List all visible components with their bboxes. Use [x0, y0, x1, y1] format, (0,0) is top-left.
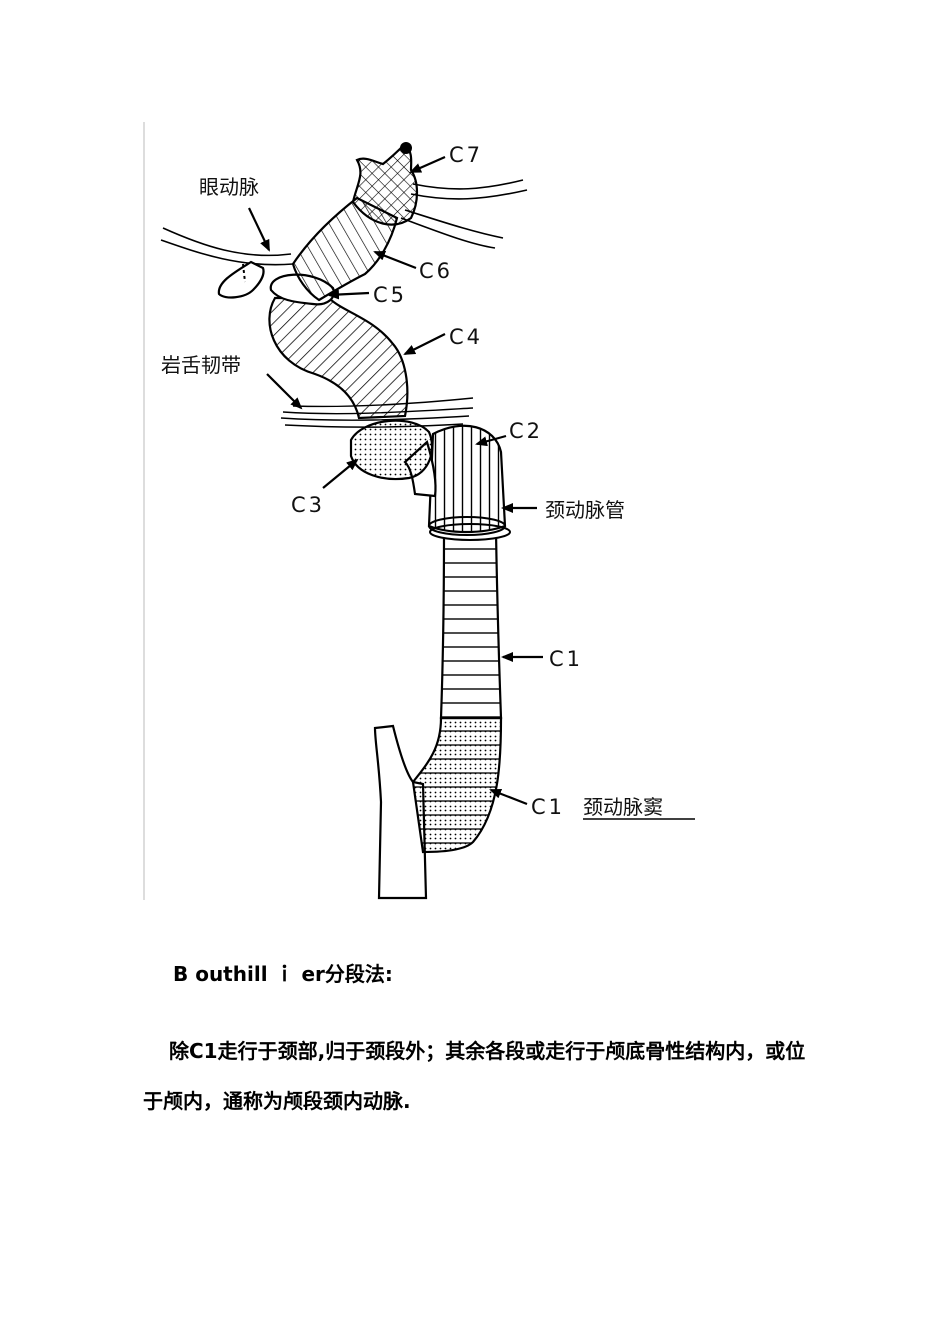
carotid-segments-figure: C7 眼动脉 C6 C5 C4 岩舌韧带 C2 C3 颈动脉管 C1 C1 颈动… [143, 122, 743, 902]
segment-c6 [291, 196, 399, 302]
arrow-c2 [475, 434, 507, 447]
arrow-c1-sinus [489, 788, 528, 806]
segment-c4 [268, 296, 409, 420]
label-carotid-canal: 颈动脉管 [545, 498, 625, 522]
c7-branch-1 [410, 179, 528, 200]
label-c6: C6 [419, 259, 453, 283]
arrow-c3 [322, 458, 359, 489]
external-carotid-artery [373, 724, 428, 900]
arrow-c7 [409, 155, 446, 174]
ophthalmic-loop [217, 260, 265, 299]
arrow-c4 [403, 333, 446, 355]
arrow-ophthalmic [248, 207, 270, 252]
c7-branch-2 [400, 209, 504, 249]
segment-c1 [439, 530, 503, 720]
label-c1-sinus-num: C1 [531, 795, 565, 819]
label-c1: C1 [549, 647, 583, 671]
c7-tip [400, 142, 412, 154]
section-heading: B outhill ｉ er分段法: [173, 962, 393, 986]
segment-c7 [351, 142, 419, 226]
label-c2: C2 [509, 419, 543, 443]
label-carotid-sinus: 颈动脉窦 [583, 795, 663, 819]
arrow-c6 [373, 250, 417, 270]
label-c5: C5 [373, 283, 407, 307]
label-c7: C7 [449, 143, 483, 167]
arrow-c5 [327, 289, 370, 300]
label-c4: C4 [449, 325, 483, 349]
label-c3: C3 [291, 493, 325, 517]
label-ophthalmic: 眼动脉 [199, 175, 259, 199]
ophthalmic-artery [160, 227, 294, 266]
segment-c3 [349, 419, 434, 481]
segment-c1-sinus [411, 716, 503, 854]
segment-c2 [427, 424, 507, 534]
body-paragraph: 除C1走行于颈部,归于颈段外；其余各段或走行于颅底骨性结构内，或位于颅内，通称为… [143, 1039, 806, 1113]
carotid-canal-opening [428, 516, 506, 536]
arrow-petrolingual [266, 373, 303, 410]
label-petrolingual: 岩舌韧带 [161, 353, 241, 377]
